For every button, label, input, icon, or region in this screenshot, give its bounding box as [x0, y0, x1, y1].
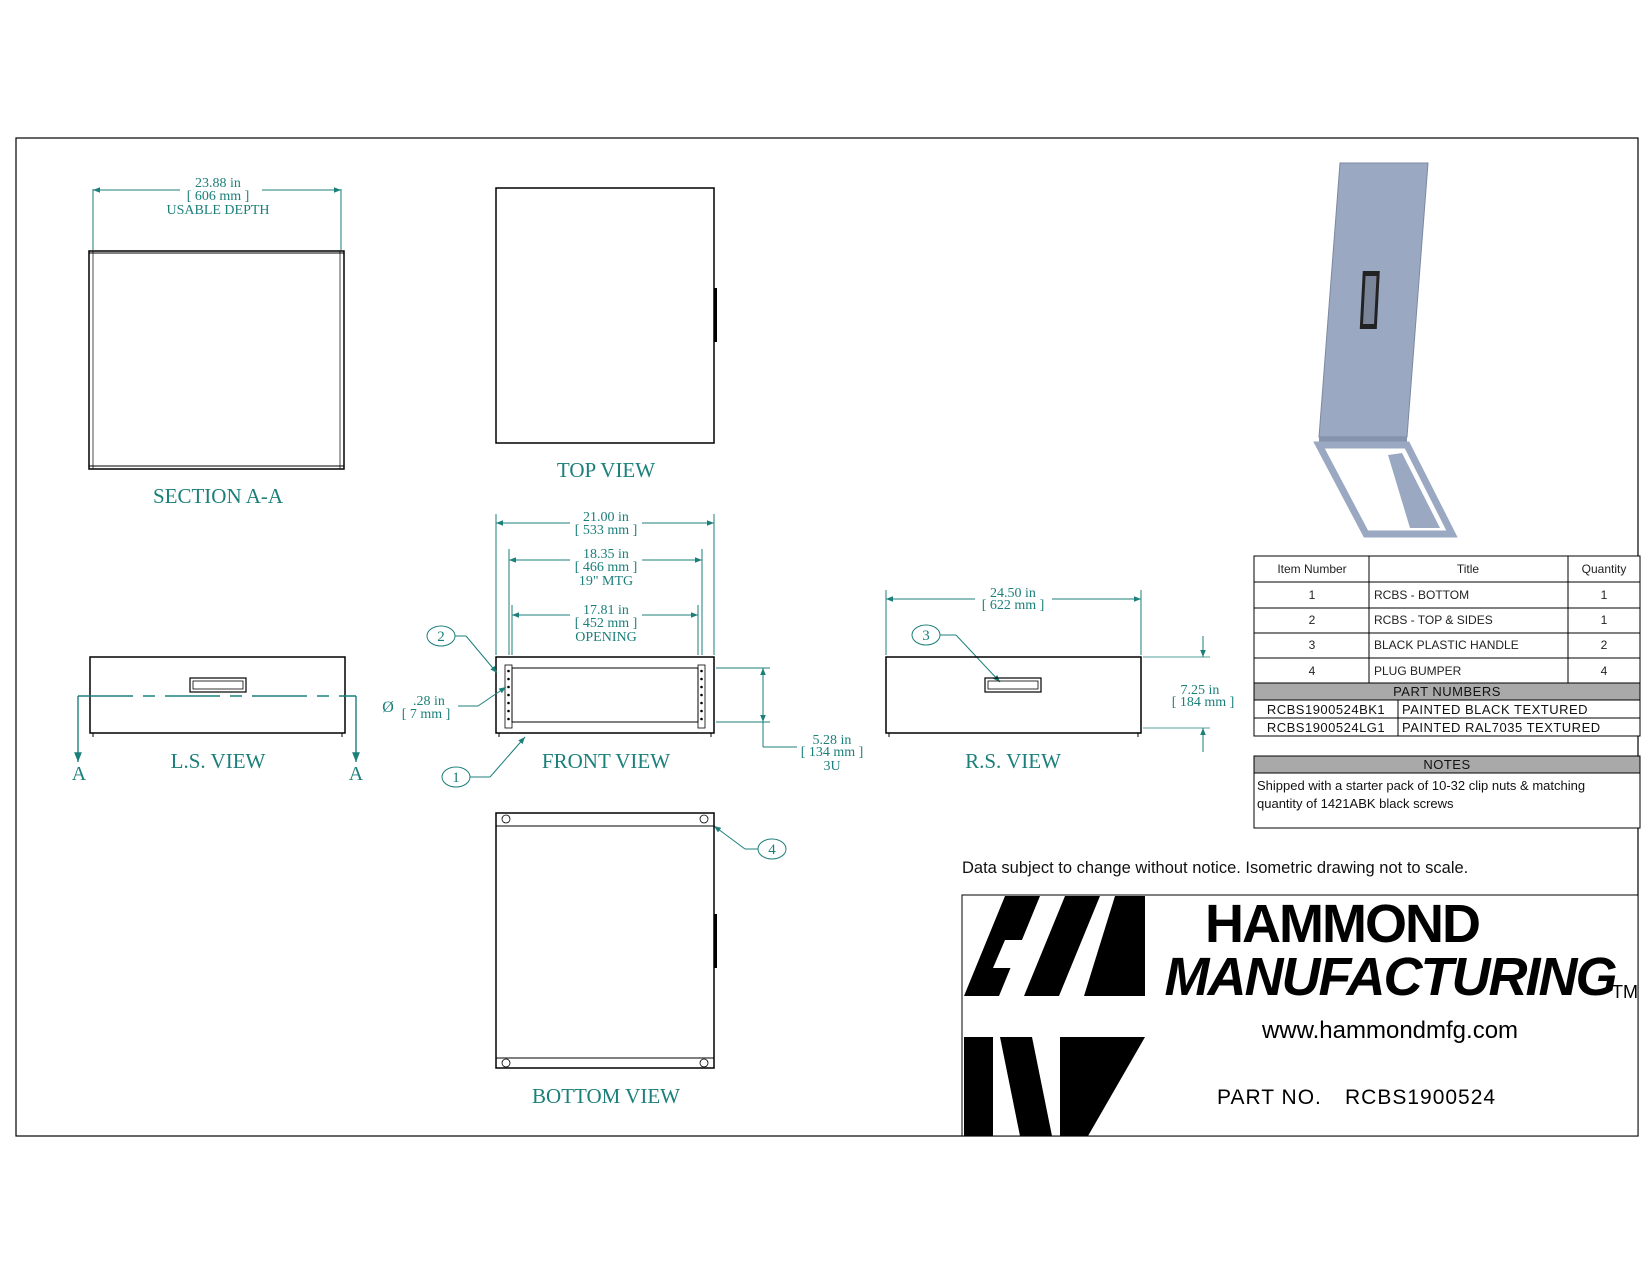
- rs-height-mm: [ 184 mm ]: [1172, 695, 1235, 710]
- bom-header-item: Item Number: [1277, 562, 1346, 576]
- section-depth-in: 23.88 in: [195, 176, 241, 191]
- notes-header: NOTES: [1423, 757, 1470, 772]
- rs-depth-in: 24.50 in: [990, 586, 1036, 601]
- svg-text:2: 2: [437, 629, 445, 645]
- bom-table: Item Number Title Quantity 1 RCBS - BOTT…: [1253, 555, 1641, 684]
- bom-row-1-item: 1: [1309, 588, 1316, 602]
- hole-dia-in: .28 in: [413, 694, 445, 709]
- top-view: TOP VIEW: [495, 187, 717, 482]
- svg-text:4: 4: [768, 842, 776, 858]
- section-depth-note: USABLE DEPTH: [166, 203, 269, 218]
- company-name-line2: MANUFACTURING: [1165, 947, 1617, 1007]
- bom-row-2-qty: 1: [1601, 613, 1608, 627]
- front-width-mm: [ 533 mm ]: [575, 523, 638, 538]
- bom-header-qty: Quantity: [1582, 562, 1627, 576]
- section-depth-mm: [ 606 mm ]: [187, 189, 250, 204]
- front-height-note: 3U: [823, 759, 840, 774]
- rs-height-in: 7.25 in: [1181, 683, 1220, 698]
- part-number-2: RCBS1900524LG1: [1267, 720, 1385, 735]
- diameter-symbol: Ø: [382, 699, 394, 716]
- hole-dia-mm: [ 7 mm ]: [402, 707, 451, 722]
- isometric-view: [1313, 162, 1458, 538]
- bom-row-3-qty: 2: [1601, 638, 1608, 652]
- section-a-a-view: 23.88 in [ 606 mm ] USABLE DEPTH SECTION…: [88, 176, 345, 508]
- bom-row-4-title: PLUG BUMPER: [1374, 664, 1462, 678]
- bottom-view: BOTTOM VIEW: [495, 812, 717, 1108]
- rs-view: 24.50 in [ 622 mm ] 7.25 in [ 184 mm ] R…: [885, 586, 1235, 773]
- balloon-4: 4: [713, 825, 787, 860]
- bottom-view-title: BOTTOM VIEW: [532, 1084, 680, 1108]
- balloon-1: 1: [441, 736, 526, 788]
- part-finish-1: PAINTED BLACK TEXTURED: [1402, 702, 1588, 717]
- rs-view-title: R.S. VIEW: [965, 749, 1061, 773]
- notes-box: NOTES Shipped with a starter pack of 10-…: [1253, 755, 1641, 829]
- section-marker-left: A: [72, 763, 87, 785]
- bom-row-4-qty: 4: [1601, 664, 1608, 678]
- bom-row-2-item: 2: [1309, 613, 1316, 627]
- front-open-note: OPENING: [575, 630, 636, 645]
- section-marker-right: A: [349, 763, 364, 785]
- part-number-1: RCBS1900524BK1: [1267, 702, 1385, 717]
- bom-row-4-item: 4: [1309, 664, 1316, 678]
- balloon-2: 2: [426, 625, 498, 674]
- title-block: HAMMOND MANUFACTURING TM www.hammondmfg.…: [961, 894, 1639, 1137]
- ls-view: A A L.S. VIEW: [72, 656, 364, 785]
- part-finish-2: PAINTED RAL7035 TEXTURED: [1402, 720, 1601, 735]
- front-open-mm: [ 452 mm ]: [575, 616, 638, 631]
- front-mtg-note: 19" MTG: [579, 574, 633, 589]
- bom-header-title: Title: [1457, 562, 1480, 576]
- ls-view-title: L.S. VIEW: [171, 749, 266, 773]
- front-height-mm: [ 134 mm ]: [801, 745, 864, 760]
- front-open-in: 17.81 in: [583, 603, 629, 618]
- disclaimer-text: Data subject to change without notice. I…: [962, 859, 1468, 877]
- front-height-in: 5.28 in: [813, 733, 852, 748]
- bom-row-1-qty: 1: [1601, 588, 1608, 602]
- section-view-title: SECTION A-A: [153, 484, 284, 508]
- rs-depth-mm: [ 622 mm ]: [982, 598, 1045, 613]
- notes-line-1: Shipped with a starter pack of 10-32 cli…: [1257, 778, 1585, 793]
- notes-line-2: quantity of 1421ABK black screws: [1257, 796, 1454, 811]
- bom-row-1-title: RCBS - BOTTOM: [1374, 588, 1469, 602]
- front-width-in: 21.00 in: [583, 510, 629, 525]
- svg-text:3: 3: [922, 628, 930, 644]
- website-url: www.hammondmfg.com: [1261, 1017, 1518, 1044]
- part-no-label: PART NO.: [1217, 1086, 1322, 1109]
- front-mtg-mm: [ 466 mm ]: [575, 560, 638, 575]
- part-numbers-table: PART NUMBERS RCBS1900524BK1 PAINTED BLAC…: [1253, 682, 1641, 737]
- balloon-3: 3: [911, 624, 1001, 683]
- company-name-line1: HAMMOND: [1205, 894, 1479, 954]
- svg-text:1: 1: [452, 770, 460, 786]
- bom-row-3-title: BLACK PLASTIC HANDLE: [1374, 638, 1519, 652]
- front-mtg-in: 18.35 in: [583, 547, 629, 562]
- front-view-title: FRONT VIEW: [542, 749, 670, 773]
- bom-row-3-item: 3: [1309, 638, 1316, 652]
- bom-row-2-title: RCBS - TOP & SIDES: [1374, 613, 1493, 627]
- trademark: TM: [1612, 982, 1638, 1002]
- part-no-value: RCBS1900524: [1345, 1086, 1496, 1109]
- top-view-title: TOP VIEW: [557, 458, 655, 482]
- hammond-logo: [964, 896, 1145, 1136]
- front-view: 21.00 in [ 533 mm ] 18.35 in [ 466 mm ] …: [382, 510, 863, 774]
- part-numbers-header: PART NUMBERS: [1393, 684, 1501, 699]
